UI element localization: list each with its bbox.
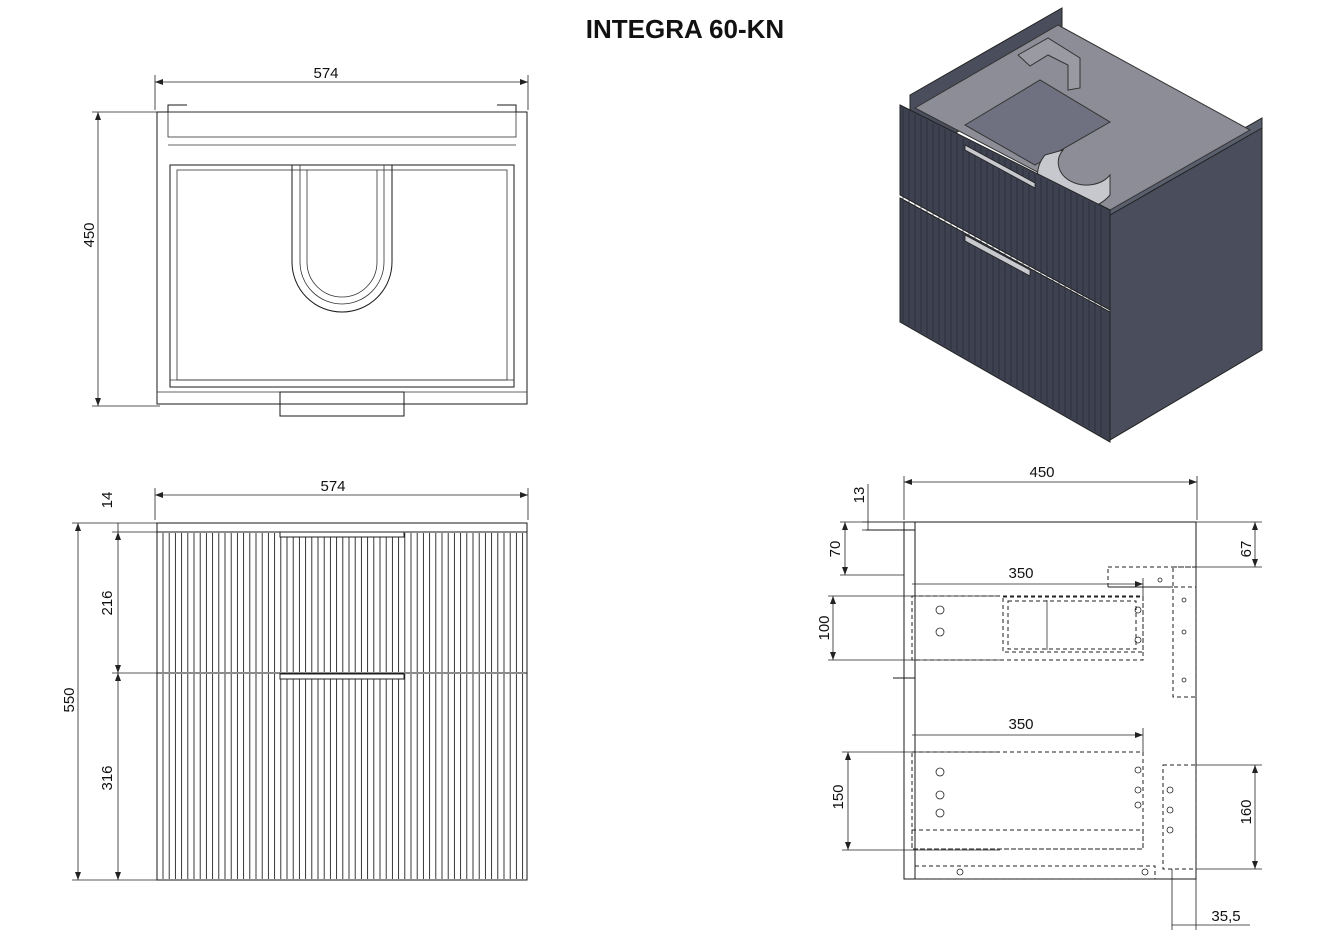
front-lower-drawer-label: 316 (99, 765, 116, 790)
drawing-title: INTEGRA 60-KN (585, 14, 785, 44)
side-upper-gap-label: 70 (827, 541, 844, 558)
side-upper-cut-label: 67 (1238, 541, 1255, 558)
top-view: 574 450 (81, 65, 529, 417)
side-upper-drawer-height-label: 100 (816, 615, 833, 640)
front-top-label: 14 (99, 492, 116, 509)
top-width-label: 574 (313, 65, 338, 82)
top-depth-label: 450 (81, 222, 98, 247)
side-lower-drawer-height-label: 150 (830, 784, 847, 809)
side-depth-label: 450 (1029, 464, 1054, 481)
front-view: 574 550 14 216 316 (61, 478, 529, 881)
side-top-offset-label: 13 (851, 487, 868, 504)
side-view: 450 13 70 67 350 100 (816, 464, 1262, 930)
front-total-height-label: 550 (61, 687, 78, 712)
side-lower-drawer-depth-label: 350 (1008, 716, 1033, 733)
side-lower-cut-label: 160 (1238, 799, 1255, 824)
front-upper-drawer-label: 216 (99, 590, 116, 615)
front-width-label: 574 (320, 478, 345, 495)
isometric-view (899, 7, 1263, 443)
side-upper-drawer-depth-label: 350 (1008, 565, 1033, 582)
side-rear-offset-label: 35,5 (1211, 908, 1240, 925)
